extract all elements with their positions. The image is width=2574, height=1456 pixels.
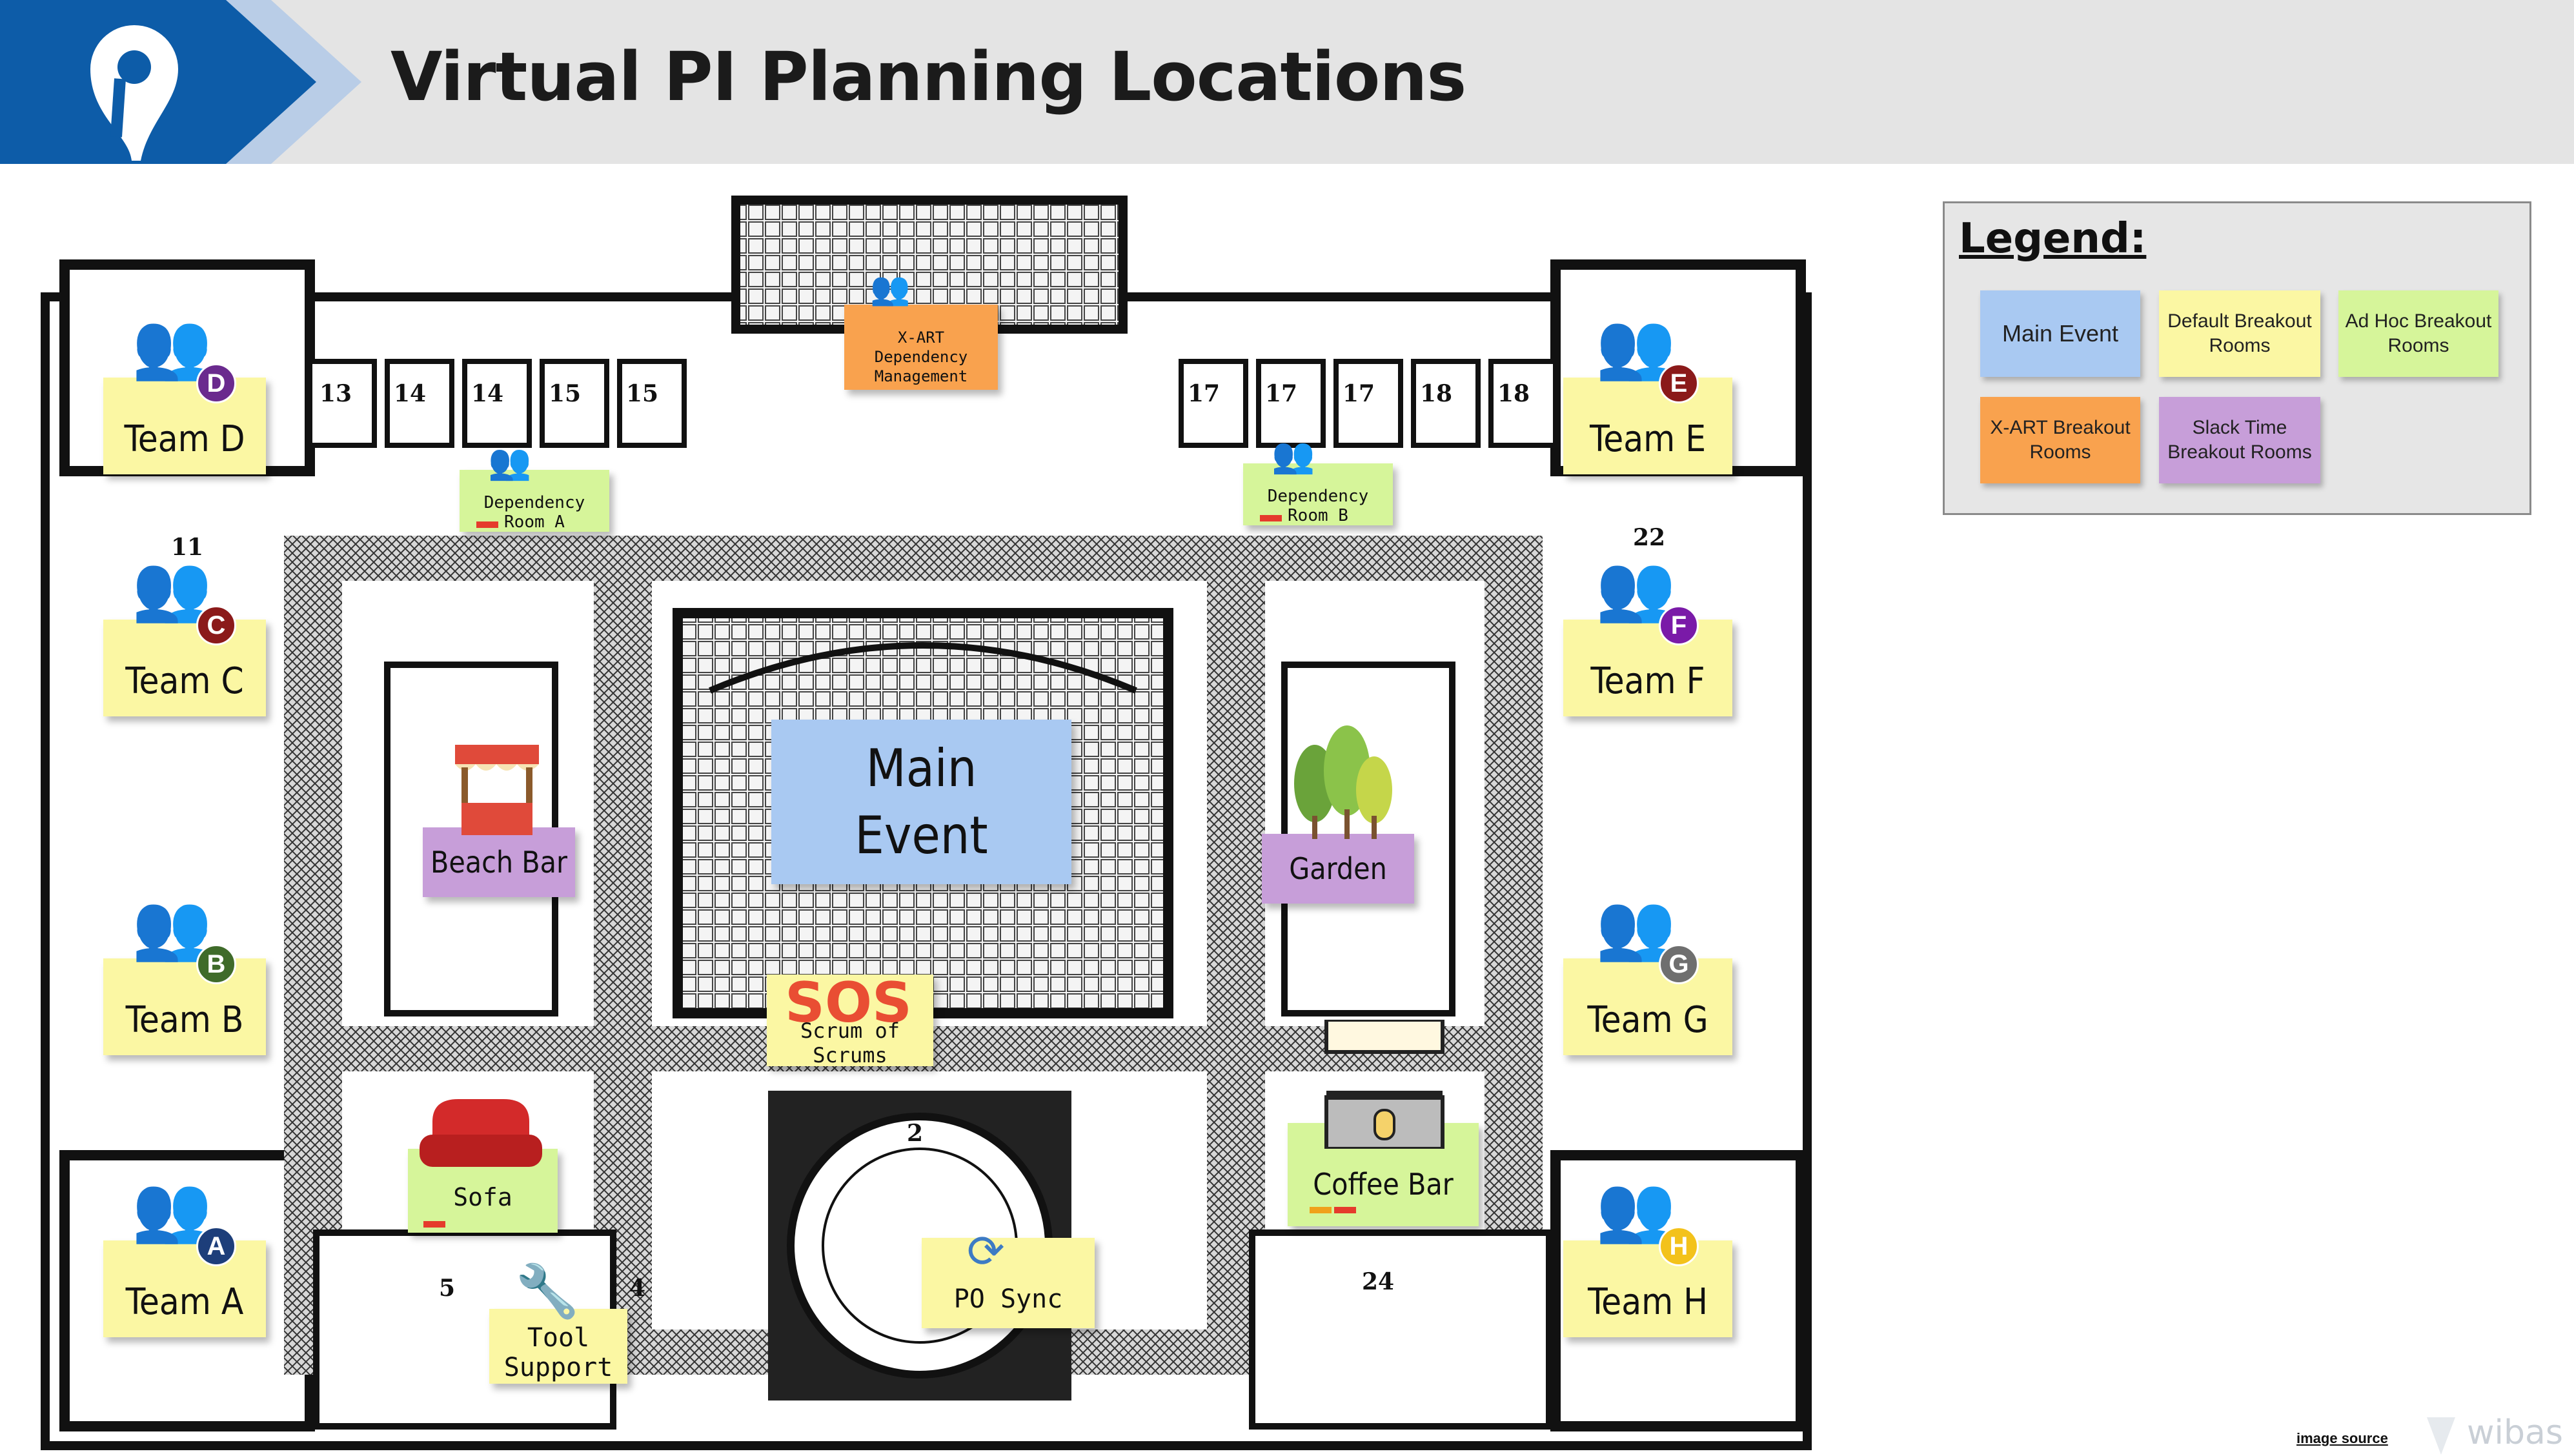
company-logo <box>0 0 361 164</box>
room-number: 18 <box>1420 380 1452 407</box>
status-marker <box>423 1221 445 1228</box>
dependency-room-a[interactable]: 👥 Dependency Room A <box>460 441 609 532</box>
po-sync-room[interactable]: ⟳ PO Sync <box>922 1225 1095 1328</box>
sos-logo: SOS <box>785 971 912 1035</box>
legend-panel: Legend: Main Event Default Breakout Room… <box>1943 201 2531 515</box>
status-marker <box>1260 515 1282 521</box>
team-label: Team D <box>124 418 245 460</box>
main-event-room[interactable]: Main Event <box>771 720 1071 884</box>
room-number: 17 <box>1343 380 1375 407</box>
scrum-of-scrums-room[interactable]: SOS Scrum of Scrums <box>767 971 933 1067</box>
room-number: 22 <box>1633 524 1665 551</box>
beach-bar-label: Beach Bar <box>430 845 568 880</box>
room-number: 17 <box>1265 380 1297 407</box>
team-avatar-icon: 👥 <box>132 550 212 625</box>
dependency-room-b[interactable]: 👥 Dependency Room B <box>1243 435 1393 525</box>
sos-label: Scrum of Scrums <box>800 1018 900 1067</box>
room-number: 13 <box>319 380 352 407</box>
team-label: Team F <box>1590 660 1705 702</box>
trees-icon <box>1294 725 1392 839</box>
team-label: Team H <box>1587 1280 1708 1323</box>
team-sticky[interactable]: 👥 C Team C <box>103 550 266 716</box>
team-avatar-icon: 👥 <box>132 308 212 383</box>
people-arrows-icon: 👥 <box>1272 435 1315 476</box>
room-number: 15 <box>626 380 658 407</box>
team-label: Team E <box>1589 418 1707 460</box>
people-arrows-icon: 👥 <box>870 270 911 307</box>
team-avatar-icon: 👥 <box>132 889 212 964</box>
legend-item-x-art-breakout: X-ART Breakout Rooms <box>1980 397 2140 483</box>
dependency-room-b-label: Dependency Room B <box>1267 487 1369 525</box>
room-number: 11 <box>171 534 203 561</box>
sofa-room[interactable]: Sofa <box>408 1099 558 1233</box>
beach-bar-icon <box>455 745 539 835</box>
tool-support-label: Tool Support <box>503 1323 613 1382</box>
team-label: Team C <box>125 660 244 702</box>
team-label: Team G <box>1587 998 1708 1041</box>
team-sticky[interactable]: 👥 F Team F <box>1563 550 1732 716</box>
team-badge: B <box>196 944 236 984</box>
team-sticky[interactable]: 👥 A Team A <box>103 1171 266 1337</box>
po-sync-label: PO Sync <box>953 1284 1063 1314</box>
team-badge: A <box>196 1226 236 1266</box>
room-number: 18 <box>1497 380 1530 407</box>
sofa-label: Sofa <box>453 1183 512 1211</box>
room-number: 14 <box>394 380 426 407</box>
main-event-label: Main Event <box>855 738 988 865</box>
status-marker <box>1310 1207 1332 1213</box>
legend-item-main-event: Main Event <box>1980 290 2140 377</box>
coffee-bar-icon <box>1324 1020 1444 1149</box>
room-number: 24 <box>1362 1268 1394 1295</box>
status-marker <box>476 521 498 528</box>
legend-item-slack-time-breakout: Slack Time Breakout Rooms <box>2159 397 2320 483</box>
sync-icon: ⟳ <box>967 1225 1005 1278</box>
legend-item-default-breakout: Default Breakout Rooms <box>2159 290 2320 377</box>
room-number: 2 <box>907 1120 923 1147</box>
coffee-bar-label: Coffee Bar <box>1313 1167 1454 1202</box>
room-number: 5 <box>439 1275 455 1302</box>
dependency-room-a-label: Dependency Room A <box>483 493 585 532</box>
team-badge: F <box>1659 605 1699 645</box>
legend-title: Legend: <box>1959 215 2147 263</box>
people-arrows-icon: 👥 <box>488 441 532 482</box>
team-sticky[interactable]: 👥 G Team G <box>1563 889 1732 1055</box>
room-number: 15 <box>549 380 581 407</box>
team-sticky[interactable]: 👥 H Team H <box>1563 1171 1732 1337</box>
page-title: Virtual PI Planning Locations <box>390 37 1466 116</box>
xart-room-label: X-ART Dependency Management <box>874 329 968 385</box>
beach-bar-room[interactable]: Beach Bar <box>423 745 575 897</box>
team-sticky[interactable]: 👥 B Team B <box>103 889 266 1055</box>
wibas-logo <box>2427 1417 2455 1455</box>
coffee-bar-room[interactable]: Coffee Bar <box>1288 1020 1479 1226</box>
team-badge: D <box>196 363 236 403</box>
team-badge: G <box>1659 944 1699 984</box>
team-badge: E <box>1659 363 1699 403</box>
room-number: 4 <box>629 1275 645 1302</box>
image-source-link[interactable]: image source <box>2296 1430 2388 1446</box>
wibas-brand-text: wibas <box>2467 1413 2563 1452</box>
team-avatar-icon: 👥 <box>132 1171 212 1246</box>
team-badge: H <box>1659 1226 1699 1266</box>
room-number: 14 <box>471 380 503 407</box>
xart-dependency-room[interactable]: 👥 X-ART Dependency Management <box>844 272 998 390</box>
status-marker <box>1334 1207 1356 1213</box>
team-label: Team A <box>125 1280 244 1323</box>
team-label: Team B <box>125 998 244 1041</box>
legend-item-ad-hoc-breakout: Ad Hoc Breakout Rooms <box>2338 290 2498 377</box>
garden-label: Garden <box>1289 851 1387 886</box>
wrench-hand-icon: 🔧 <box>515 1261 580 1321</box>
tool-support-room[interactable]: 🔧 Tool Support <box>489 1261 627 1384</box>
room-number: 17 <box>1188 380 1220 407</box>
header-bar: Virtual PI Planning Locations <box>0 0 2574 164</box>
team-sticky[interactable]: 👥 D Team D <box>103 308 266 474</box>
garden-room[interactable]: Garden <box>1262 725 1414 904</box>
team-sticky[interactable]: 👥 E Team E <box>1563 308 1732 474</box>
team-badge: C <box>196 605 236 645</box>
sofa-icon <box>420 1099 542 1167</box>
